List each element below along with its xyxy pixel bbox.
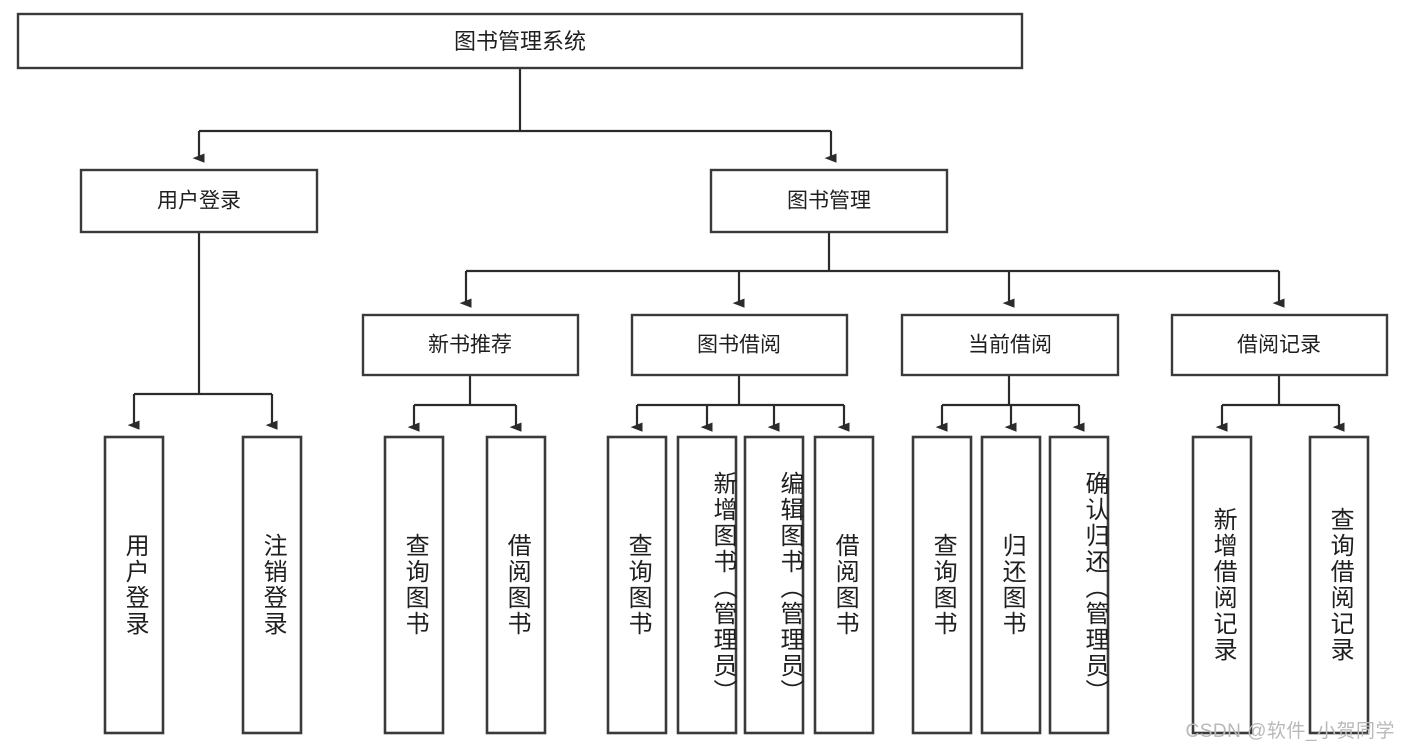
leaf-box-user-logout[interactable] <box>241 435 303 735</box>
connector-group-user-login <box>127 232 278 430</box>
node-user-login-box[interactable] <box>79 168 319 234</box>
node-borrow-record-box[interactable] <box>1170 313 1389 377</box>
connector-group-current-borrow <box>935 375 1085 432</box>
node-root-box[interactable] <box>16 12 1024 70</box>
node-new-book-rec-label: 新书推荐 <box>428 334 512 357</box>
node-book-borrow-label: 图书借阅 <box>697 334 781 357</box>
leaf-box-borrow-book-rec[interactable] <box>485 435 547 735</box>
leaf-box-borrow-book[interactable] <box>813 435 875 735</box>
csdn-watermark: CSDN @软件_小贺同学 <box>1185 721 1395 742</box>
node-root-label: 图书管理系统 <box>454 29 586 54</box>
node-new-book-rec-box[interactable] <box>361 313 580 377</box>
node-user-login-label: 用户登录 <box>157 190 241 213</box>
node-book-manage-box[interactable] <box>709 168 949 234</box>
node-book-borrow[interactable]: 图书借阅 <box>630 313 849 377</box>
leaf-box-add-book[interactable] <box>676 435 738 735</box>
leaf-box-user-login[interactable] <box>103 435 165 735</box>
node-user-login[interactable]: 用户登录 <box>79 168 319 234</box>
leaf-box-query-book-current[interactable] <box>911 435 973 735</box>
node-borrow-record-label: 借阅记录 <box>1237 334 1321 357</box>
node-current-borrow[interactable]: 当前借阅 <box>900 313 1120 377</box>
leaf-box-add-record[interactable] <box>1191 435 1253 735</box>
connector-group-book-borrow <box>630 375 850 432</box>
node-book-manage[interactable]: 图书管理 <box>709 168 949 234</box>
node-borrow-record[interactable]: 借阅记录 <box>1170 313 1389 377</box>
connector-group-new-book-rec <box>407 375 522 432</box>
node-book-borrow-box[interactable] <box>630 313 849 377</box>
leaf-box-edit-book[interactable] <box>743 435 805 735</box>
node-root[interactable]: 图书管理系统 <box>16 12 1024 70</box>
connector-group-root <box>192 68 837 163</box>
leaf-boxes <box>103 435 1370 735</box>
leaf-box-return-book[interactable] <box>980 435 1042 735</box>
connector-group-book-manage <box>459 232 1285 308</box>
leaf-box-confirm-return[interactable] <box>1048 435 1110 735</box>
leaf-box-query-book-rec[interactable] <box>383 435 445 735</box>
connector-group-borrow-record <box>1215 375 1345 432</box>
leaf-box-query-record[interactable] <box>1308 435 1370 735</box>
node-current-borrow-box[interactable] <box>900 313 1120 377</box>
leaf-box-query-book-borrow[interactable] <box>606 435 668 735</box>
node-new-book-rec[interactable]: 新书推荐 <box>361 313 580 377</box>
node-current-borrow-label: 当前借阅 <box>968 334 1052 357</box>
node-book-manage-label: 图书管理 <box>787 190 871 213</box>
